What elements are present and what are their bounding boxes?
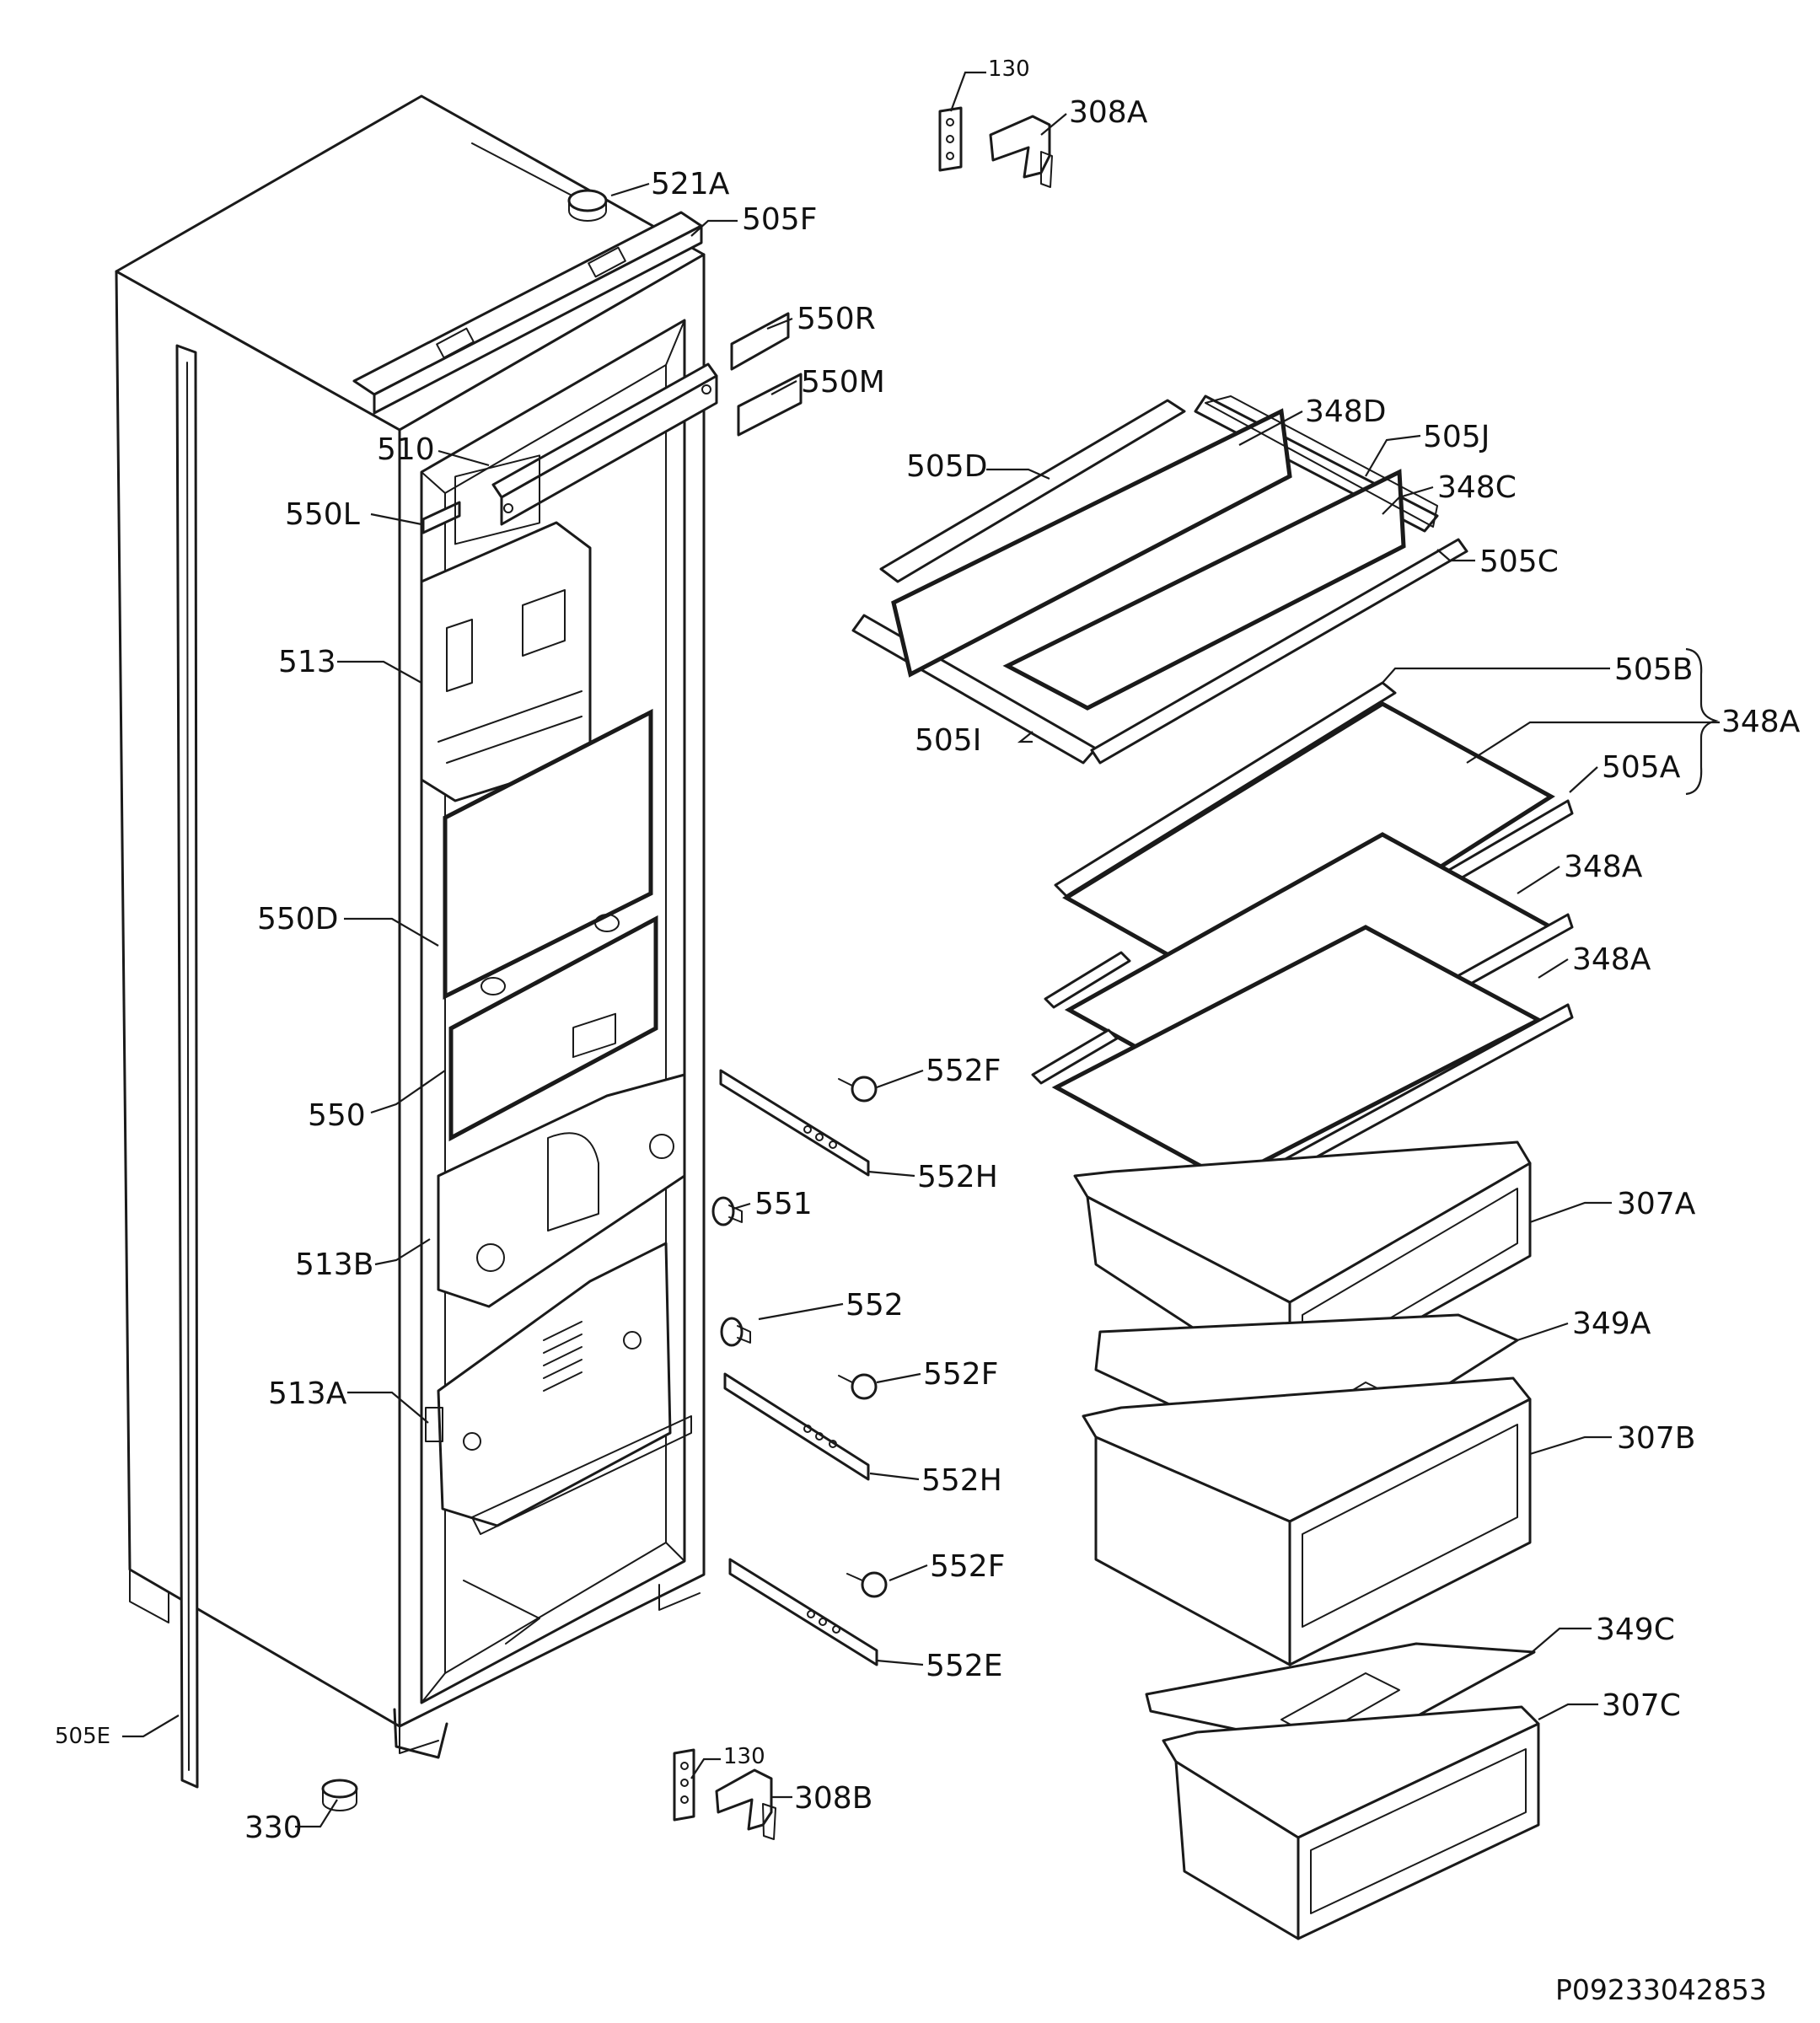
- grille: [543, 1321, 583, 1392]
- label-550l: 550L: [285, 497, 360, 532]
- bar-510: [491, 362, 718, 526]
- label-551: 551: [754, 1187, 813, 1221]
- label-307b: 307B: [1617, 1421, 1695, 1456]
- cap-521a: [567, 189, 608, 222]
- panel-513b: [437, 1012, 686, 1308]
- rail-552e: [728, 1558, 878, 1666]
- label-513b: 513B: [295, 1248, 373, 1282]
- label-521a: 521A: [651, 167, 730, 201]
- label-505j: 505J: [1423, 420, 1490, 454]
- pin-552: [720, 1317, 751, 1347]
- label-349a: 349A: [1572, 1307, 1651, 1341]
- label-348a-group: 348A: [1721, 705, 1801, 739]
- rail-552h-1: [719, 1069, 870, 1177]
- cover-550l: [421, 501, 461, 534]
- label-348d: 348D: [1305, 394, 1386, 429]
- pin-551: [711, 1196, 743, 1226]
- label-307c: 307C: [1602, 1688, 1681, 1723]
- label-505i: 505I: [915, 723, 981, 758]
- drawer-307c: [1162, 1705, 1540, 1940]
- flap-550: [448, 915, 658, 1142]
- label-505b: 505B: [1614, 652, 1693, 687]
- label-307a: 307A: [1617, 1187, 1696, 1221]
- label-552: 552: [846, 1288, 904, 1323]
- cover-550r: [730, 312, 790, 371]
- label-550: 550: [308, 1098, 366, 1133]
- cover-550m: [737, 373, 803, 437]
- label-552f-1: 552F: [926, 1054, 1001, 1088]
- shelf-top-assembly: [851, 394, 1468, 765]
- shelf-348a-3: [1031, 925, 1574, 1199]
- drawing-code: P09233042853: [1555, 1973, 1767, 2006]
- label-348a-3: 348A: [1572, 942, 1651, 977]
- leader-lines: [122, 71, 1720, 1828]
- label-330: 330: [244, 1811, 303, 1845]
- hinge-top: [938, 106, 1053, 188]
- label-308a: 308A: [1069, 95, 1148, 130]
- rail-552h-2: [723, 1372, 870, 1481]
- label-308b: 308B: [794, 1781, 872, 1816]
- label-513: 513: [278, 645, 336, 679]
- foot-330: [321, 1779, 358, 1811]
- label-552f-2: 552F: [923, 1357, 998, 1392]
- label-552f-3: 552F: [930, 1549, 1005, 1584]
- label-348c: 348C: [1437, 470, 1517, 505]
- labels: 130 308A 521A 505F 550R 550M 510 550L 51…: [55, 56, 1801, 2006]
- label-130-bottom: 130: [723, 1744, 765, 1769]
- drawer-307b: [1082, 1376, 1532, 1666]
- label-550m: 550M: [801, 365, 885, 400]
- label-348a-2: 348A: [1564, 850, 1643, 884]
- top-rail: [352, 211, 703, 415]
- label-130-top: 130: [988, 56, 1030, 82]
- label-510: 510: [377, 432, 435, 467]
- label-505a: 505A: [1602, 750, 1681, 785]
- clip-552f-1: [838, 1076, 878, 1103]
- clip-552f-3: [846, 1571, 888, 1598]
- label-550r: 550R: [797, 302, 876, 336]
- label-513a: 513A: [268, 1376, 347, 1411]
- label-550d: 550D: [257, 902, 338, 936]
- hinge-bottom: [673, 1748, 776, 1840]
- clip-552f-2: [838, 1373, 878, 1400]
- label-505e: 505E: [55, 1724, 110, 1749]
- cabinet: [115, 94, 706, 1759]
- group-brace: [1685, 647, 1719, 796]
- label-552h-1: 552H: [917, 1160, 998, 1194]
- label-505f: 505F: [742, 202, 817, 237]
- label-552e: 552E: [926, 1649, 1002, 1683]
- flap-550d: [443, 708, 653, 1001]
- label-552h-2: 552H: [921, 1463, 1002, 1498]
- label-505c: 505C: [1479, 545, 1559, 579]
- label-505d: 505D: [906, 449, 987, 484]
- door-seal: [175, 344, 199, 1789]
- label-349c: 349C: [1596, 1612, 1675, 1647]
- panel-513a: [425, 1242, 692, 1645]
